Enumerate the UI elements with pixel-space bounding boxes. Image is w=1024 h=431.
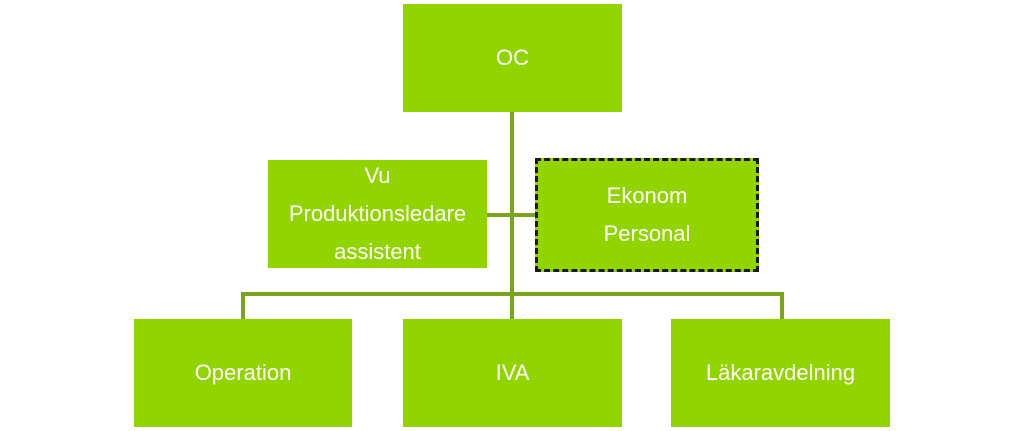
node-vu-line-1: Vu [364, 163, 391, 188]
node-vu-line-2: Produktionsledare [288, 201, 467, 226]
connector-drop-operation [241, 292, 245, 319]
node-operation-line-1: Operation [194, 360, 292, 385]
connector-drop-lakaravdelning [780, 292, 784, 319]
node-iva: IVA [403, 319, 622, 427]
node-ekonom-personal: Ekonom Personal [535, 158, 759, 272]
node-lakaravdelning: Läkaravdelning [671, 319, 890, 427]
connector-staff-right [512, 213, 535, 217]
node-oc: OC [403, 4, 622, 112]
connector-horizontal-bar [241, 292, 784, 296]
node-ekonom-line-2: Personal [603, 221, 691, 246]
node-iva-line-1: IVA [495, 360, 530, 385]
node-vu-produktionsledare-assistent: Vu Produktionsledare assistent [268, 160, 487, 268]
node-vu-line-3: assistent [334, 239, 421, 264]
node-operation: Operation [134, 319, 352, 427]
node-oc-line-1: OC [496, 45, 529, 70]
node-lakaravdelning-line-1: Läkaravdelning [705, 360, 856, 385]
node-ekonom-line-1: Ekonom [606, 183, 688, 208]
connector-staff-left [487, 213, 512, 217]
